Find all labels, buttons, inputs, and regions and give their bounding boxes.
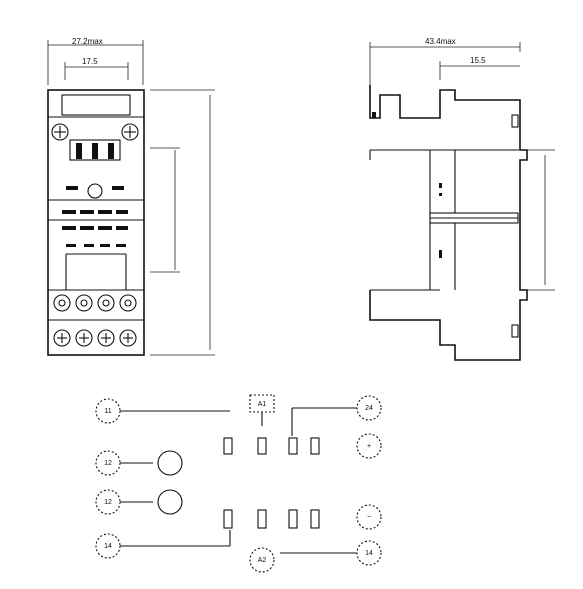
side-view: 43.4max 15.5: [369, 37, 555, 361]
terminal-label-a1: A1: [258, 401, 267, 408]
terminal-circle-plus: +: [356, 433, 382, 459]
side-offset-dimension: 15.5: [470, 56, 486, 65]
wiring-diagram: 11 12 12 14 A1 24 + −: [95, 394, 382, 573]
svg-text:−: −: [367, 514, 371, 521]
coil-symbol: [157, 450, 183, 515]
terminal-label-14b: 14: [365, 550, 373, 557]
terminal-label-12: 12: [104, 460, 112, 467]
terminal-circle-11: 11: [95, 398, 121, 424]
terminal-label-14: 14: [104, 543, 112, 550]
terminal-circle-12: 12: [95, 450, 121, 476]
terminal-label-11: 11: [104, 408, 111, 415]
terminal-circle-12b: 12: [95, 489, 121, 515]
terminal-circle-a2: A2: [249, 547, 275, 573]
terminal-circle-24: 24: [356, 395, 382, 421]
terminal-label-12b: 12: [104, 499, 112, 506]
contact-row-lower: [223, 509, 320, 529]
lower-screw-row-1: [53, 294, 137, 312]
terminal-label-24: 24: [365, 405, 373, 412]
front-pitch-dimension: 17.5: [82, 57, 98, 66]
side-width-dimension: 43.4max: [425, 37, 456, 46]
terminal-circle-minus: −: [356, 504, 382, 530]
svg-text:+: +: [367, 443, 371, 450]
lower-screw-row-2: [53, 329, 137, 347]
contact-row-upper: [223, 437, 320, 455]
front-view: 27.2max 17.5: [47, 37, 215, 356]
front-width-dimension: 27.2max: [72, 37, 103, 46]
terminal-circle-14: 14: [95, 533, 121, 559]
terminal-circle-14b: 14: [356, 540, 382, 566]
terminal-box-a1: A1: [249, 394, 275, 413]
terminal-label-a2: A2: [258, 557, 267, 564]
